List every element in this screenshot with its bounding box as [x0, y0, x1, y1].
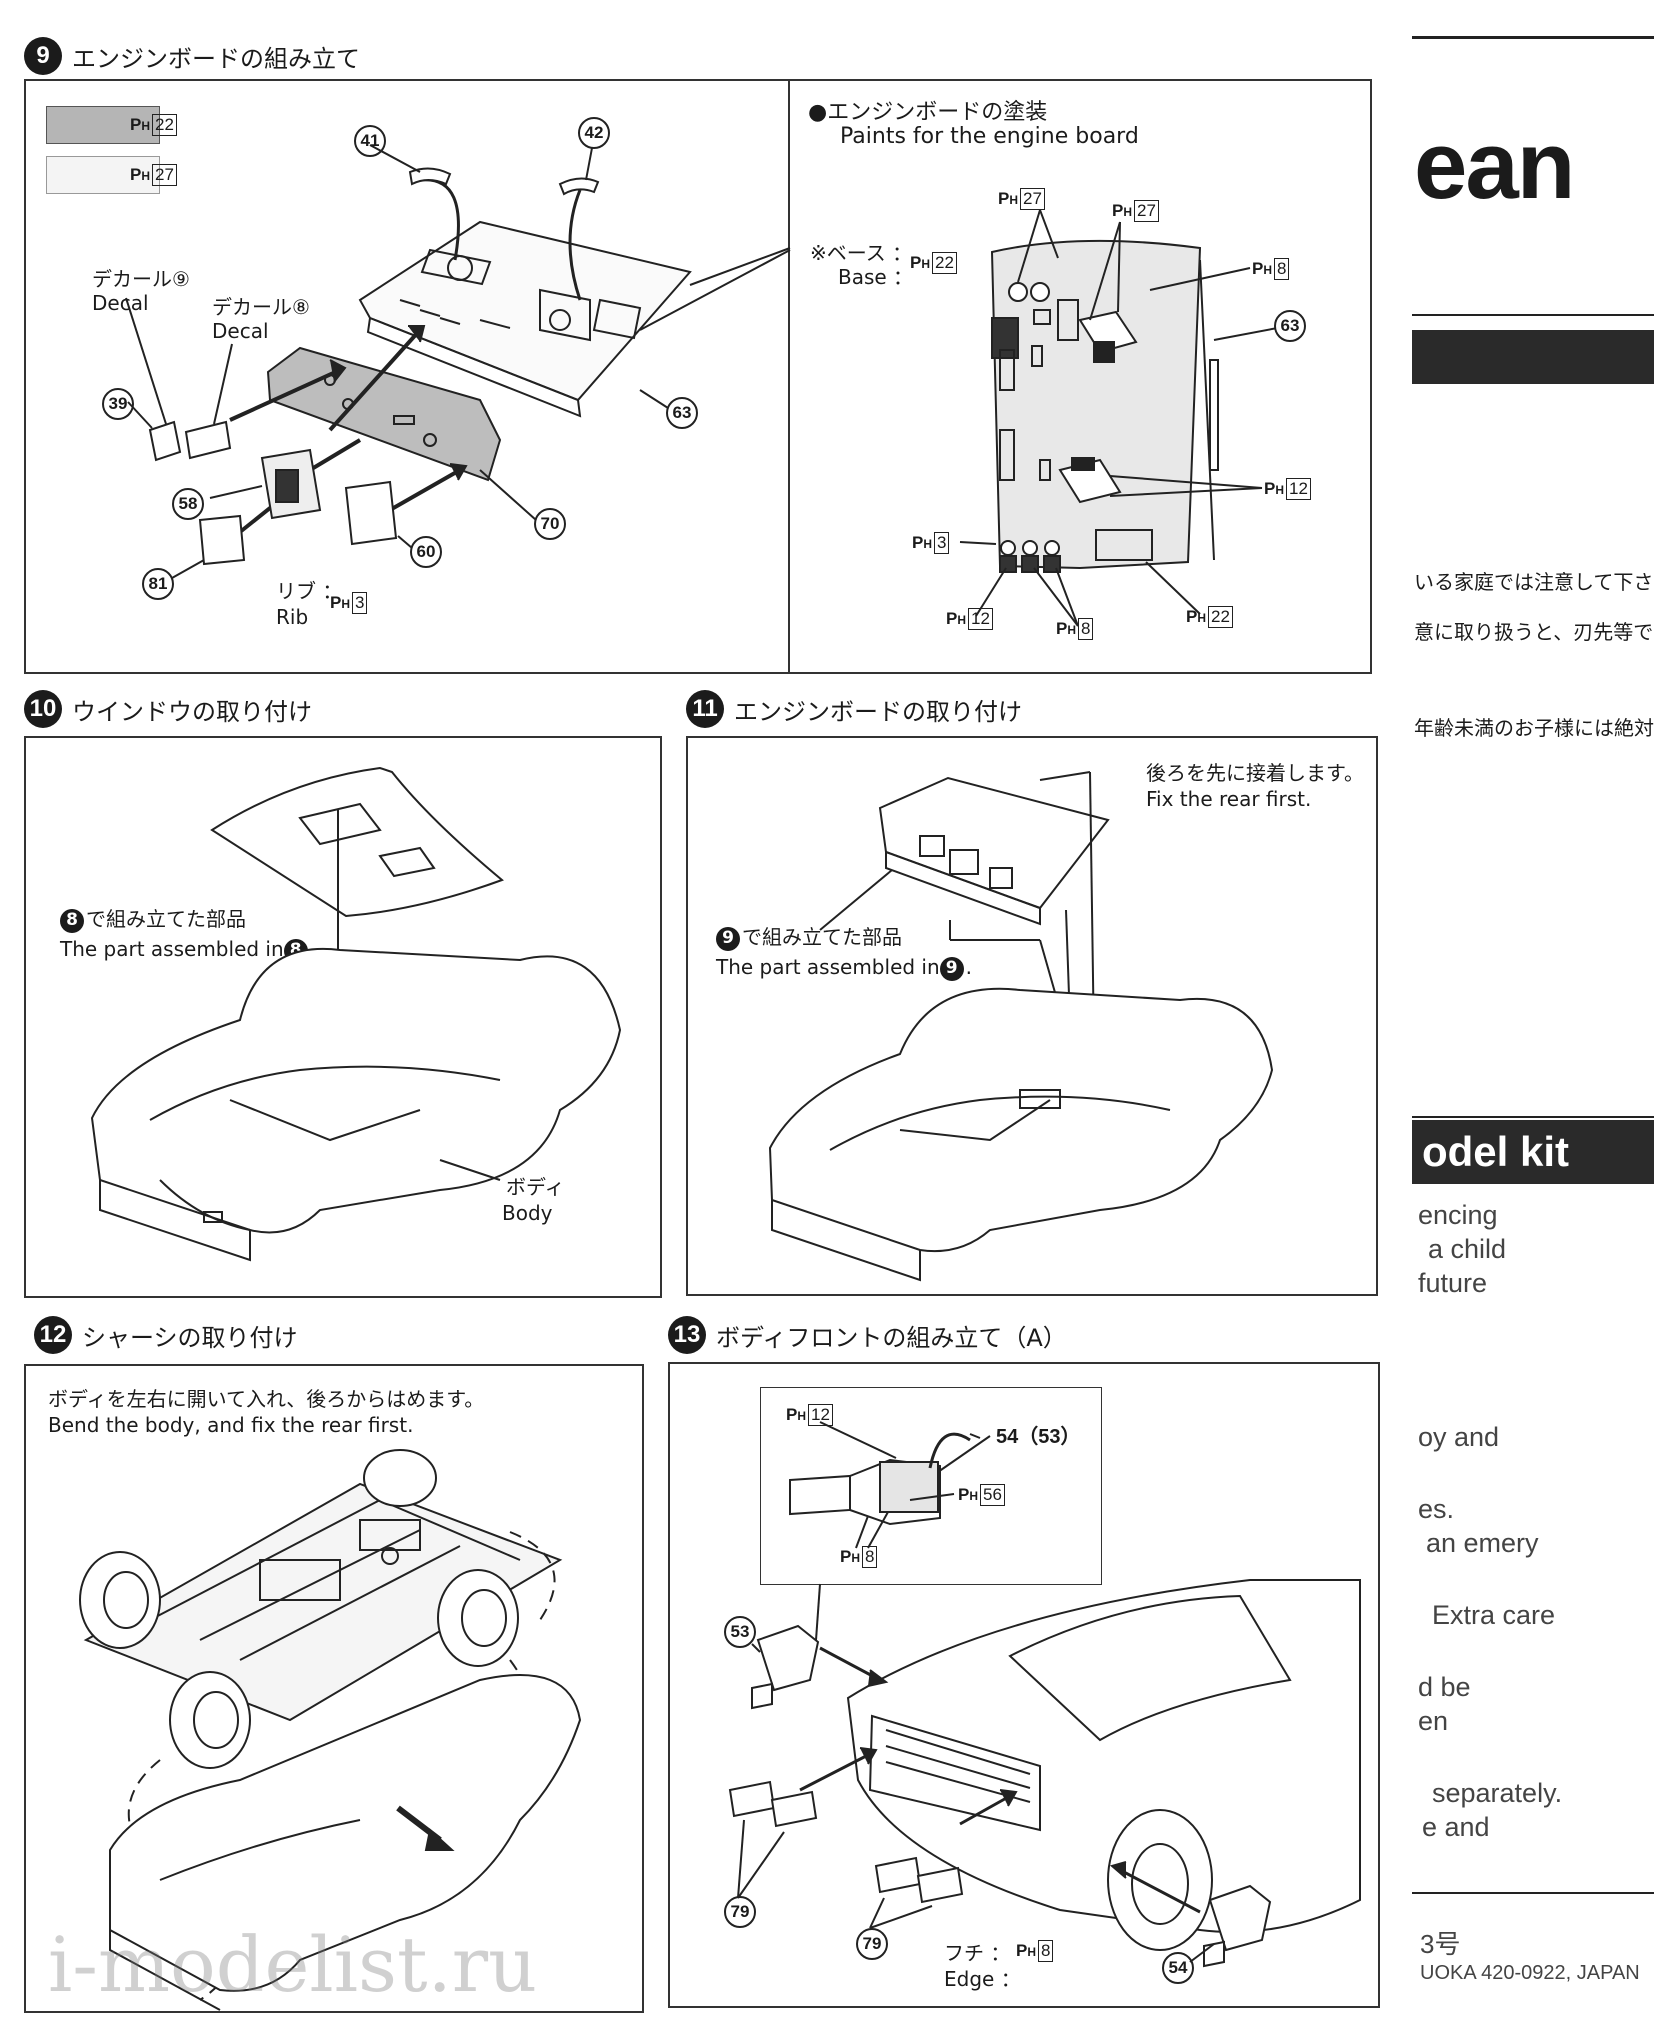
- part-number-53: 53: [724, 1616, 756, 1648]
- warning-text-en: en: [1418, 1706, 1449, 1736]
- step-11-heading: 11 エンジンボードの取り付け: [686, 690, 1022, 728]
- kit-title-fragment: odel kit: [1422, 1128, 1570, 1175]
- warning-text-en: es.: [1418, 1494, 1455, 1524]
- step-10-panel: [24, 736, 662, 1298]
- rib-label-jp: リブ ：: [276, 579, 343, 603]
- part-number-41: 41: [354, 125, 386, 157]
- step-10-heading: 10 ウインドウの取り付け: [24, 690, 312, 728]
- rule: [1412, 1116, 1654, 1118]
- base-label-jp: ※ベース ：: [810, 241, 913, 265]
- warning-text-en: oy and: [1418, 1422, 1500, 1452]
- paint-section-title-jp: ●エンジンボードの塗装: [808, 100, 1048, 125]
- warning-text-en: future: [1418, 1268, 1488, 1298]
- step-title: シャーシの取り付け: [82, 1323, 298, 1352]
- warning-text-en: encing: [1418, 1200, 1498, 1230]
- step-title: ウインドウの取り付け: [72, 697, 312, 726]
- part-number-54-53: 54（53）: [996, 1426, 1081, 1448]
- step-11-panel: [686, 736, 1378, 1296]
- brand-logo-fragment: ean: [1414, 112, 1575, 219]
- address-fragment: UOKA 420-0922, JAPAN: [1420, 1962, 1640, 1984]
- note-label-en: Bend the body, and fix the rear first.: [48, 1413, 414, 1437]
- rib-label-en: Rib: [276, 605, 309, 629]
- note-label-jp: 後ろを先に接着します。: [1146, 761, 1364, 785]
- warning-text-en: Extra care: [1432, 1600, 1556, 1630]
- warning-text-jp: 年齢未満のお子様には絶対に: [1414, 718, 1654, 740]
- part-number-42: 42: [578, 117, 610, 149]
- step-number: 11: [686, 690, 724, 728]
- step-number: 10: [24, 690, 62, 728]
- part-number-70: 70: [534, 508, 566, 540]
- panel-divider: [788, 79, 790, 672]
- edge-label-jp: フチ ：: [944, 1941, 1011, 1965]
- part-number-79: 79: [856, 1928, 888, 1960]
- part-number-60: 60: [410, 536, 442, 568]
- rule: [1412, 36, 1654, 39]
- kit-title-bar: [1412, 1120, 1654, 1184]
- decal-9-label-en: Decal: [92, 291, 149, 315]
- body-label-jp: ボディ: [506, 1175, 565, 1199]
- part-number-54: 54: [1162, 1952, 1194, 1984]
- part-number-63: 63: [666, 397, 698, 429]
- step-13-heading: 13 ボディフロントの組み立て（A）: [668, 1316, 1067, 1354]
- step-9-heading: 9 エンジンボードの組み立て: [24, 37, 360, 75]
- warning-text-jp: 意に取り扱うと、刃先等で手、: [1414, 622, 1654, 644]
- warning-text-jp: いる家庭では注意して下さい: [1414, 572, 1654, 594]
- warning-text-en: e and: [1422, 1812, 1490, 1842]
- step-number: 12: [34, 1316, 72, 1354]
- part-number-81: 81: [142, 568, 174, 600]
- part-number-39: 39: [102, 388, 134, 420]
- address-fragment: 3号: [1420, 1929, 1461, 1959]
- body-label-en: Body: [502, 1201, 553, 1225]
- part-number-58: 58: [172, 488, 204, 520]
- edge-label-en: Edge ：: [944, 1967, 1021, 1991]
- warning-text-en: an emery: [1426, 1528, 1539, 1558]
- decal-8-label-jp: デカール⑧: [212, 295, 310, 319]
- warning-text-en: separately.: [1432, 1778, 1563, 1808]
- step-9-panel: [24, 79, 1372, 674]
- warning-text-en: d be: [1418, 1672, 1471, 1702]
- part-number-79: 79: [724, 1896, 756, 1928]
- step-12-heading: 12 シャーシの取り付け: [34, 1316, 298, 1354]
- step-number: 13: [668, 1316, 706, 1354]
- paint-swatch-white: [46, 156, 160, 194]
- note-label-en: Fix the rear first.: [1146, 787, 1312, 811]
- step-12-panel: [24, 1364, 644, 2013]
- step-title: ボディフロントの組み立て（A）: [716, 1323, 1067, 1352]
- step-title: エンジンボードの取り付け: [734, 697, 1022, 726]
- section-bar: [1412, 330, 1654, 384]
- note-label-jp: ボディを左右に開いて入れ、後ろからはめます。: [48, 1387, 485, 1411]
- rule: [1412, 1892, 1654, 1894]
- watermark: i-modelist.ru: [48, 1920, 538, 2009]
- step-number: 9: [24, 37, 62, 75]
- part-number-63: 63: [1274, 310, 1306, 342]
- decal-9-label-jp: デカール⑨: [92, 267, 190, 291]
- rule: [1412, 314, 1654, 316]
- warning-text-en: a child: [1428, 1234, 1507, 1264]
- paint-section-title-en: Paints for the engine board: [840, 124, 1139, 149]
- step-title: エンジンボードの組み立て: [72, 44, 360, 73]
- decal-8-label-en: Decal: [212, 319, 269, 343]
- paint-swatch-gray: [46, 106, 160, 144]
- base-label-en: Base ：: [838, 265, 914, 289]
